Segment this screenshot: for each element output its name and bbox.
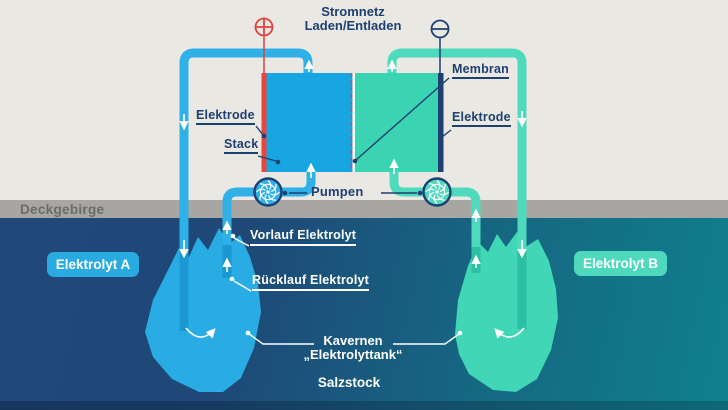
bottom-shadow (0, 401, 728, 410)
pipe-feed-b (389, 74, 425, 197)
underground-background (0, 218, 728, 410)
membrane-line (350, 73, 355, 172)
label-electrode-right: Elektrode (452, 110, 511, 127)
label-supply-pipe: Vorlauf Elektrolyt (250, 228, 357, 246)
pump-b-icon (422, 177, 452, 207)
pipe-return-b (387, 48, 527, 329)
label-caverns: Kavernen „Elektrolyttank“ (273, 334, 433, 361)
stack-half-b (353, 73, 438, 172)
pipe-return-a (179, 48, 313, 331)
stack-half-a (266, 73, 353, 172)
badge-electrolyte-a: Elektrolyt A (47, 252, 139, 277)
label-return-pipe: Rücklauf Elektrolyt (252, 273, 370, 291)
pointer-lines-white (233, 237, 460, 345)
label-pumps: Pumpen (311, 184, 364, 199)
title-line2: Laden/Entladen (304, 18, 402, 33)
label-stack: Stack (224, 137, 259, 154)
pointer-dots-white (229, 233, 463, 336)
label-membrane: Membran (452, 62, 509, 79)
minus-terminal-icon (430, 19, 450, 74)
pipes (179, 48, 527, 331)
flow-arrows (179, 59, 527, 272)
badge-electrolyte-b: Elektrolyt B (574, 251, 667, 276)
pipe-feed-a (280, 74, 316, 197)
pointer-lines-navy (255, 77, 452, 194)
label-salt-dome: Salzstock (317, 375, 381, 390)
title-line1: Stromnetz (321, 4, 385, 19)
label-electrode-left: Elektrode (196, 108, 255, 125)
cavern-b-shape (455, 232, 558, 392)
pipe-suction-a (222, 187, 256, 278)
pointer-dots-navy (261, 133, 444, 196)
label-caverns-line2: „Elektrolyttank“ (303, 346, 403, 362)
electrode-right-bar (438, 73, 444, 172)
circulation-arrows (185, 327, 525, 339)
plus-terminal-icon (254, 17, 274, 74)
stack-cell (261, 73, 444, 172)
cavern-a-shape (145, 228, 261, 392)
label-caverns-line1: Kavernen (323, 333, 383, 348)
pump-a-icon (253, 177, 283, 207)
title-grid: Stromnetz Laden/Entladen (263, 5, 443, 33)
electrode-left-bar (261, 73, 267, 172)
pipe-suction-b (449, 187, 481, 273)
label-cap-rock: Deckgebirge (20, 202, 105, 217)
